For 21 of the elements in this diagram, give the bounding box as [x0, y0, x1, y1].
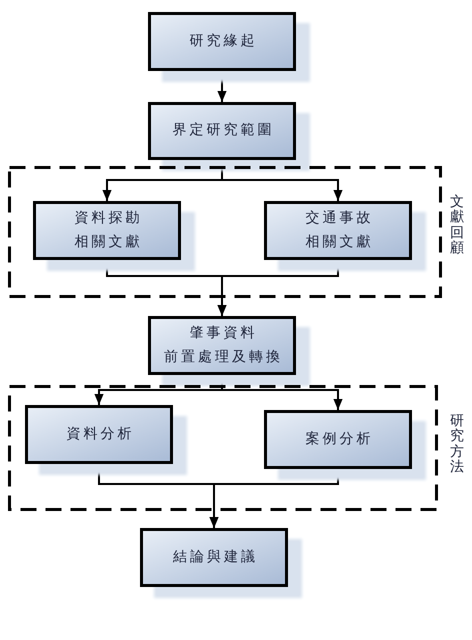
arrow: [217, 71, 227, 102]
arrow: [217, 260, 339, 316]
step-label: 交通事故相關文獻: [304, 208, 374, 252]
process-box: [264, 410, 412, 469]
process-box: [140, 528, 288, 587]
step-label: 研究緣起: [188, 32, 258, 51]
step-label: 肇事資料前置處理及轉換: [163, 324, 283, 366]
step-label: 資料探勘相關文獻: [74, 208, 142, 252]
step-label: 結論與建議: [172, 548, 258, 567]
process-box: [33, 201, 181, 260]
process-box: [264, 201, 412, 260]
process-box: [148, 12, 296, 71]
arrow: [209, 469, 339, 528]
step-label: 資料分析: [66, 424, 134, 444]
step-label: 界定研究範圍: [172, 121, 274, 140]
group-label: 研究方法: [450, 414, 464, 476]
step-label: 案例分析: [304, 430, 374, 449]
process-box: [148, 316, 296, 375]
process-box: [148, 102, 296, 160]
group-label: 文獻回顧: [450, 195, 464, 257]
process-box: [25, 405, 173, 464]
